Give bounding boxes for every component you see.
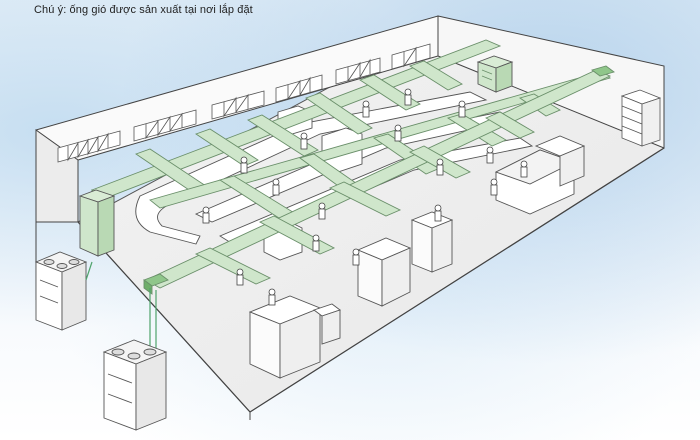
machine-box-icon <box>534 135 586 187</box>
worker-icon <box>318 202 326 220</box>
worker-icon <box>394 124 402 142</box>
worker-icon <box>300 132 308 150</box>
wall-windows <box>57 43 431 163</box>
outdoor-unit-icon <box>102 339 168 431</box>
machine-box-icon <box>356 237 412 307</box>
worker-icon <box>272 178 280 196</box>
outdoor-unit-icon <box>34 251 88 331</box>
worker-icon <box>240 156 248 174</box>
worker-icon <box>202 206 210 224</box>
worker-icon <box>352 248 360 266</box>
worker-icon <box>458 100 466 118</box>
installation-note: Chú ý: ống gió được sản xuất tại nơi lắp… <box>34 4 253 16</box>
worker-icon <box>436 158 444 176</box>
air-handler-icon <box>476 55 514 93</box>
worker-icon <box>312 234 320 252</box>
worker-icon <box>404 88 412 106</box>
main-duct-front <box>145 69 612 289</box>
worker-icon <box>490 178 498 196</box>
machine-box-icon <box>313 303 341 345</box>
workers <box>202 88 528 306</box>
worker-icon <box>362 100 370 118</box>
worker-icon <box>434 204 442 222</box>
worker-icon <box>486 146 494 164</box>
duct-outlet <box>591 65 615 77</box>
worker-icon <box>520 160 528 178</box>
machine-box-icon <box>410 211 454 273</box>
air-handler-icon <box>78 189 116 257</box>
machines <box>248 135 586 379</box>
storage-rack-icon <box>620 89 662 147</box>
machine-box-icon <box>248 295 322 379</box>
worker-icon <box>268 288 276 306</box>
worker-icon <box>236 268 244 286</box>
